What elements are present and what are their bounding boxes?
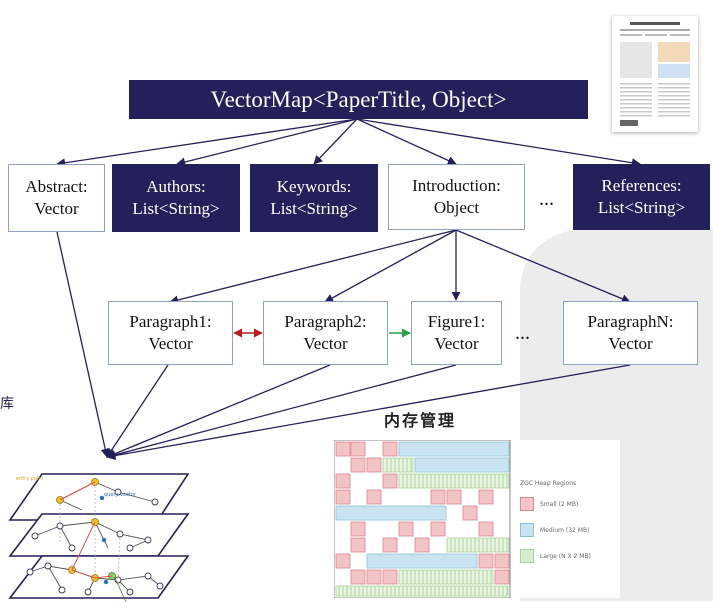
zgc-heap-panel: ZGC Heap Regions Small (2 MB) Medium (32… xyxy=(334,440,620,598)
level1-ellipsis: ... xyxy=(539,188,554,210)
paper-thumbnail xyxy=(612,16,698,132)
keywords-line1: Keywords: xyxy=(276,177,352,196)
arrow-root-keywords xyxy=(313,118,358,165)
arrow-figure1-vectordb xyxy=(106,364,457,460)
root-label: VectorMap<PaperTitle, Object> xyxy=(210,86,507,112)
hnsw-entry-label: entry point xyxy=(16,476,44,482)
paper-thumbnail-lines xyxy=(620,22,690,126)
zgc-legend: ZGC Heap Regions Small (2 MB) Medium (32… xyxy=(520,480,620,563)
paragraphn-line1: ParagraphN: xyxy=(587,312,674,331)
arrow-root-authors xyxy=(176,118,358,167)
abstract-line2: Vector xyxy=(34,199,79,218)
memory-management-title: 内存管理 xyxy=(384,411,457,430)
level2-ellipsis: ... xyxy=(515,322,530,344)
zgc-legend-large-label: Large (N X 2 MB) xyxy=(540,552,591,560)
root-box: VectorMap<PaperTitle, Object> xyxy=(129,80,588,119)
references-box: References: List<String> xyxy=(573,164,710,230)
hnsw-query-label: query vector xyxy=(104,492,137,498)
abstract-box: Abstract: Vector xyxy=(8,164,105,232)
zgc-legend-medium: Medium (32 MB) xyxy=(520,523,620,537)
arrow-intro-paragraphn xyxy=(455,229,631,304)
authors-line1: Authors: xyxy=(146,177,206,196)
figure1-box: Figure1: Vector xyxy=(411,301,502,365)
arrow-root-introduction xyxy=(356,118,457,165)
zgc-legend-medium-swatch xyxy=(520,523,534,537)
keywords-line2: List<String> xyxy=(270,199,358,218)
introduction-line2: Object xyxy=(433,198,480,217)
paragraphn-box: ParagraphN: Vector xyxy=(563,301,698,365)
paragraphn-line2: Vector xyxy=(608,334,653,353)
arrow-paragraph2-vectordb xyxy=(106,364,331,459)
arrow-abstract-vectordb xyxy=(56,231,110,458)
introduction-box: Introduction: Object xyxy=(388,164,525,230)
figure1-line2: Vector xyxy=(434,334,479,353)
zgc-legend-title: ZGC Heap Regions xyxy=(520,480,577,487)
references-line2: List<String> xyxy=(597,198,686,217)
paragraph1-line2: Vector xyxy=(148,334,193,353)
paragraph2-line1: Paragraph2: xyxy=(284,312,367,331)
zgc-legend-small: Small (2 MB) xyxy=(520,497,620,511)
arrow-paragraphn-vectordb xyxy=(106,364,631,461)
zgc-heap-grid xyxy=(334,440,511,598)
arrow-root-abstract xyxy=(56,118,358,168)
zgc-legend-large-swatch xyxy=(520,549,534,563)
keywords-box: Keywords: List<String> xyxy=(250,164,378,232)
abstract-line1: Abstract: xyxy=(25,177,88,196)
hnsw-layer-bottom xyxy=(8,555,190,599)
zgc-legend-small-label: Small (2 MB) xyxy=(540,500,579,508)
arrow-root-references xyxy=(356,118,641,168)
introduction-line1: Introduction: xyxy=(412,176,501,195)
zgc-legend-large: Large (N X 2 MB) xyxy=(520,549,620,563)
references-line1: References: xyxy=(601,176,682,195)
zgc-legend-small-swatch xyxy=(520,497,534,511)
left-fragment-text: 库 xyxy=(0,396,14,412)
paragraph2-line2: Vector xyxy=(303,334,348,353)
paragraph1-line1: Paragraph1: xyxy=(129,312,212,331)
arrow-paragraph1-vectordb xyxy=(106,364,169,458)
authors-line2: List<String> xyxy=(132,199,220,218)
paragraph2-box: Paragraph2: Vector xyxy=(263,301,388,365)
figure1-line1: Figure1: xyxy=(427,312,486,331)
arrow-intro-paragraph1 xyxy=(169,229,457,305)
arrow-intro-paragraph2 xyxy=(324,229,457,303)
paragraph1-box: Paragraph1: Vector xyxy=(108,301,233,365)
zgc-legend-medium-label: Medium (32 MB) xyxy=(540,526,590,534)
authors-box: Authors: List<String> xyxy=(112,164,240,232)
hnsw-graph-illustration: entry point query vector xyxy=(8,473,190,602)
